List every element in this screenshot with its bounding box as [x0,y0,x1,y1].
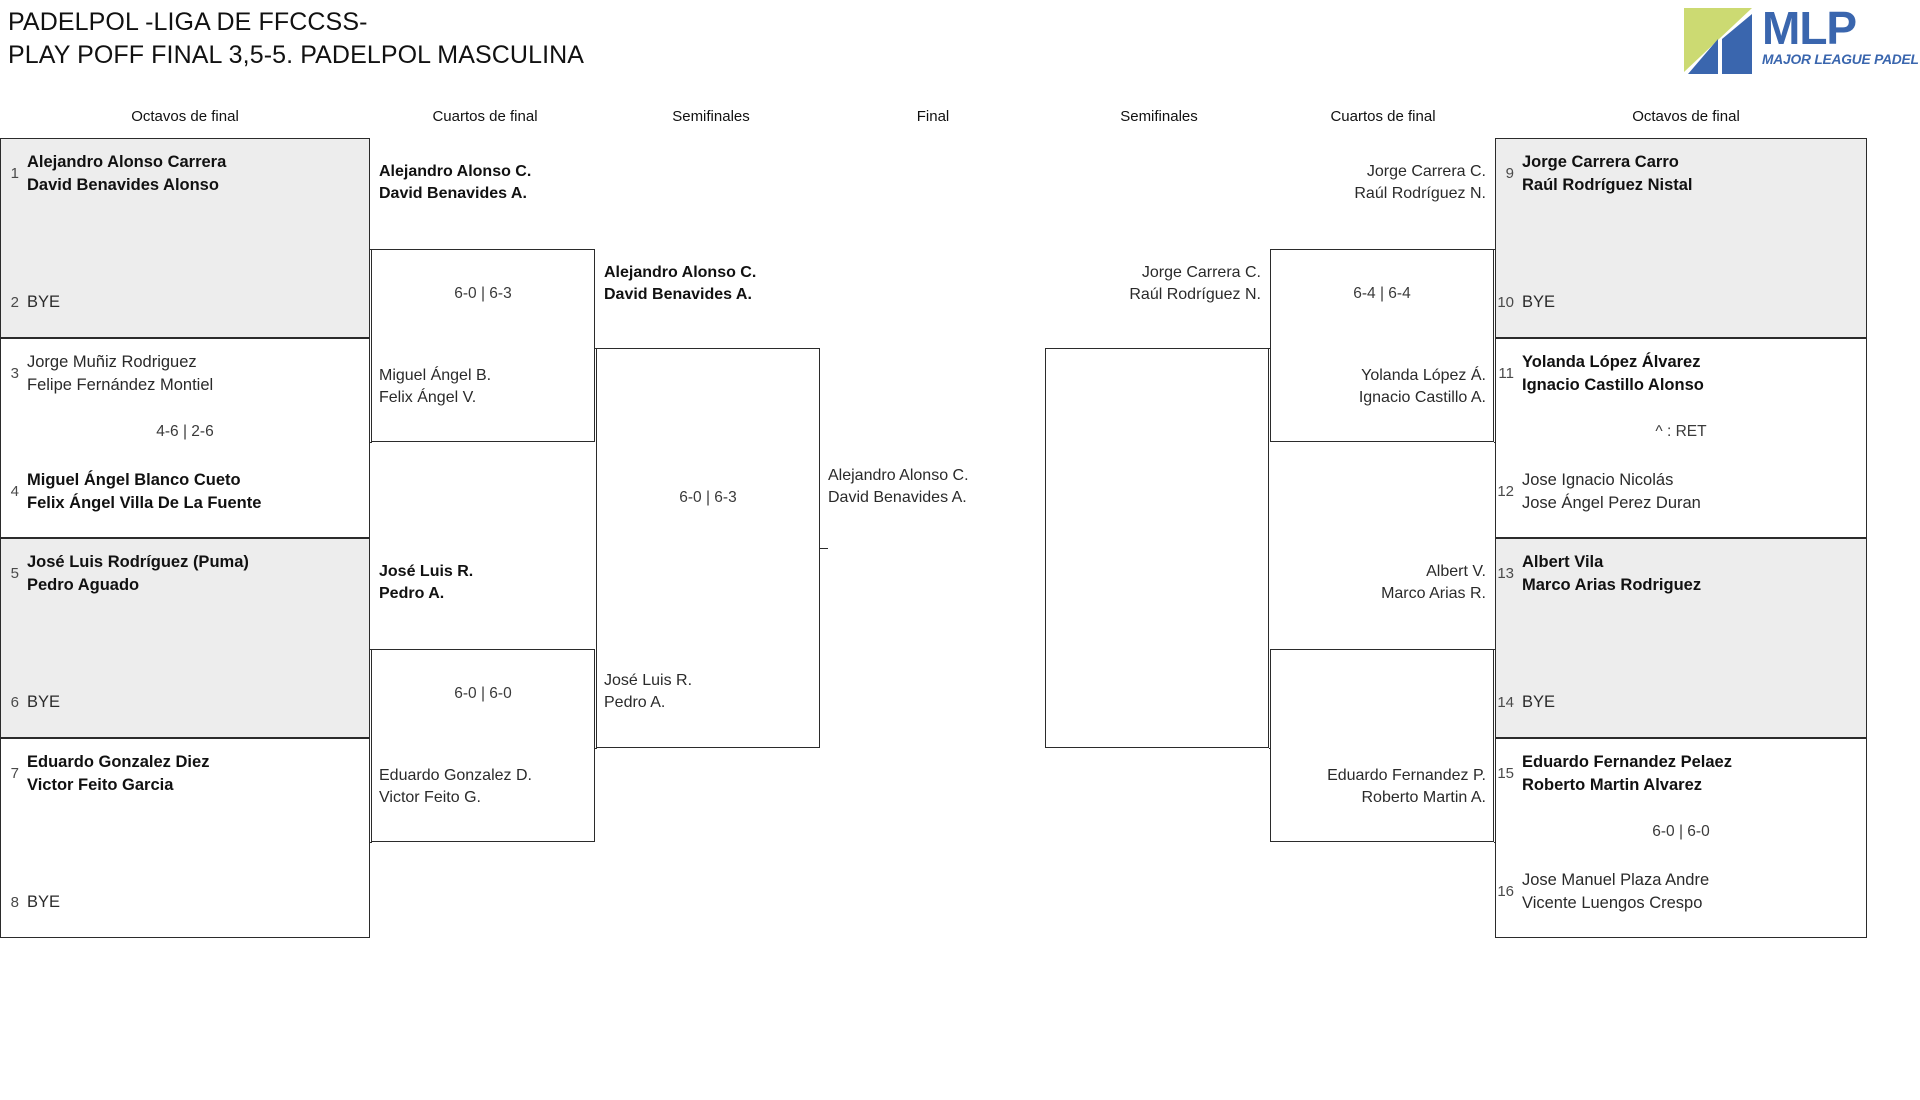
seed-number: 1 [10,165,19,182]
team-names: Jose Ignacio Nicolás Jose Ángel Perez Du… [1522,471,1701,512]
seed-number: 14 [1497,694,1514,711]
match-score: 6-0 | 6-0 [1652,823,1710,840]
mlp-logo: MLP MAJOR LEAGUE PADEL [1682,2,1919,78]
mlp-triangle-mark-icon [1682,6,1754,76]
right-sf-winner-names: Jorge Carrera C. Raúl Rodríguez N. [1129,264,1261,303]
seed-number: 15 [1497,765,1514,782]
team-names: BYE [27,693,61,711]
match-box-right-qf-1[interactable]: 6-4 | 6-4 [1270,249,1494,442]
mlp-wordmark: MLP [1762,2,1857,54]
round-header-right-sf: Semifinales [1120,108,1198,125]
seed-number: 10 [1497,294,1514,311]
seed-number: 5 [10,565,19,582]
connector-left-2 [370,442,372,443]
team-names: Albert Vila Marco Arias Rodriguez [1522,553,1702,594]
left-qf-2-loser-names: Eduardo Gonzalez D. Victor Feito G. [379,767,532,806]
tournament-header: PADELPOL -LIGA DE FFCCSS- PLAY POFF FINA… [8,6,1208,72]
match-score: 4-6 | 2-6 [156,423,214,440]
round-header-final: Final [916,108,950,125]
connector-right-5 [1269,348,1271,349]
seed-number: 7 [10,765,19,782]
match-score: 6-0 | 6-0 [454,685,512,702]
team-names: Jose Manuel Plaza Andre Vicente Luengos … [1522,871,1710,912]
team-names: Alejandro Alonso Carrera David Benavides… [27,153,227,194]
left-sf-loser-names: José Luis R. Pedro A. [604,672,693,711]
connector-left-4 [370,842,372,843]
match-score: ^ : RET [1655,423,1707,440]
match-box-right-sf-1[interactable] [1045,348,1269,748]
seed-number: 3 [10,365,19,382]
match-box-left-sf-1[interactable]: 6-0 | 6-3 [596,348,820,748]
match-score: 6-0 | 6-3 [679,489,737,506]
connector-right-2 [1494,442,1496,443]
match-box-right-r16-3[interactable]: 13 Albert Vila Marco Arias Rodriguez 14 … [1495,538,1867,738]
team-names: Jorge Carrera Carro Raúl Rodríguez Nista… [1522,153,1693,194]
left-qf-1-winner-names: Alejandro Alonso C. David Benavides A. [379,163,532,202]
left-sf-winner-names: Alejandro Alonso C. David Benavides A. [604,264,757,303]
seed-number: 8 [10,894,19,911]
seed-number: 13 [1497,565,1514,582]
seed-number: 9 [1505,165,1514,182]
seed-number: 6 [10,694,19,711]
connector-left-5 [595,348,597,349]
team-names: BYE [27,293,61,311]
connector-right-4 [1494,842,1496,843]
round-header-left-sf: Semifinales [672,108,750,125]
right-qf-2-winner-names: Albert V. Marco Arias R. [1381,563,1486,602]
seed-number: 4 [10,483,19,500]
round-header-left-r16: Octavos de final [131,108,239,125]
round-header-right-qf: Cuartos de final [1330,108,1436,125]
mlp-tagline: MAJOR LEAGUE PADEL [1762,52,1919,67]
round-header-left-qf: Cuartos de final [432,108,538,125]
match-box-right-r16-2[interactable]: 11 Yolanda López Álvarez Ignacio Castill… [1495,338,1867,538]
connector-left-7 [820,548,828,549]
match-score: 6-0 | 6-3 [454,285,512,302]
team-names: José Luis Rodríguez (Puma) Pedro Aguado [27,553,249,594]
team-names: Eduardo Gonzalez Diez Victor Feito Garci… [27,753,210,794]
tournament-title-line-1: PADELPOL -LIGA DE FFCCSS- [8,8,368,36]
connector-right-6 [1269,748,1271,749]
team-names: BYE [27,893,61,911]
right-qf-1-winner-names: Jorge Carrera C. Raúl Rodríguez N. [1354,163,1486,202]
team-names: Yolanda López Álvarez Ignacio Castillo A… [1522,353,1704,394]
team-names: Jorge Muñiz Rodriguez Felipe Fernández M… [27,353,214,394]
right-qf-2-loser-names: Eduardo Fernandez P. Roberto Martin A. [1327,767,1486,806]
match-score: 6-4 | 6-4 [1353,285,1411,302]
match-box-right-qf-2[interactable] [1270,649,1494,842]
team-names: BYE [1522,293,1556,311]
seed-number: 2 [10,294,19,311]
match-box-left-r16-3[interactable]: 5 José Luis Rodríguez (Puma) Pedro Aguad… [0,538,370,738]
team-names: Eduardo Fernandez Pelaez Roberto Martin … [1522,753,1732,794]
connector-left-6 [595,748,597,749]
team-names: Miguel Ángel Blanco Cueto Felix Ángel Vi… [27,471,262,512]
connector-left-3 [370,649,372,650]
left-qf-1-loser-names: Miguel Ángel B. Felix Ángel V. [379,367,492,406]
match-box-left-qf-1[interactable]: 6-0 | 6-3 [371,249,595,442]
seed-number: 11 [1498,365,1514,382]
final-winner-names: Alejandro Alonso C. David Benavides A. [828,467,969,506]
connector-right-3 [1494,649,1496,650]
connector-right-1 [1494,249,1496,250]
round-header-right-r16: Octavos de final [1632,108,1740,125]
right-qf-1-loser-names: Yolanda López Á. Ignacio Castillo A. [1358,367,1486,406]
seed-number: 12 [1497,483,1514,500]
tournament-title-line-2: PLAY POFF FINAL 3,5-5. PADELPOL MASCULIN… [8,41,585,69]
match-box-right-r16-4[interactable]: 15 Eduardo Fernandez Pelaez Roberto Mart… [1495,738,1867,938]
match-box-left-r16-1[interactable]: 1 Alejandro Alonso Carrera David Benavid… [0,138,370,338]
connector-left-1 [370,249,372,250]
mlp-wordmark-group: MLP MAJOR LEAGUE PADEL [1762,2,1919,68]
match-box-left-qf-2[interactable]: 6-0 | 6-0 [371,649,595,842]
team-names: BYE [1522,693,1556,711]
match-box-right-r16-1[interactable]: 9 Jorge Carrera Carro Raúl Rodríguez Nis… [1495,138,1867,338]
left-qf-2-winner-names: José Luis R. Pedro A. [379,563,474,602]
match-box-left-r16-4[interactable]: 7 Eduardo Gonzalez Diez Victor Feito Gar… [0,738,370,938]
match-box-left-r16-2[interactable]: 3 Jorge Muñiz Rodriguez Felipe Fernández… [0,338,370,538]
seed-number: 16 [1497,883,1514,900]
